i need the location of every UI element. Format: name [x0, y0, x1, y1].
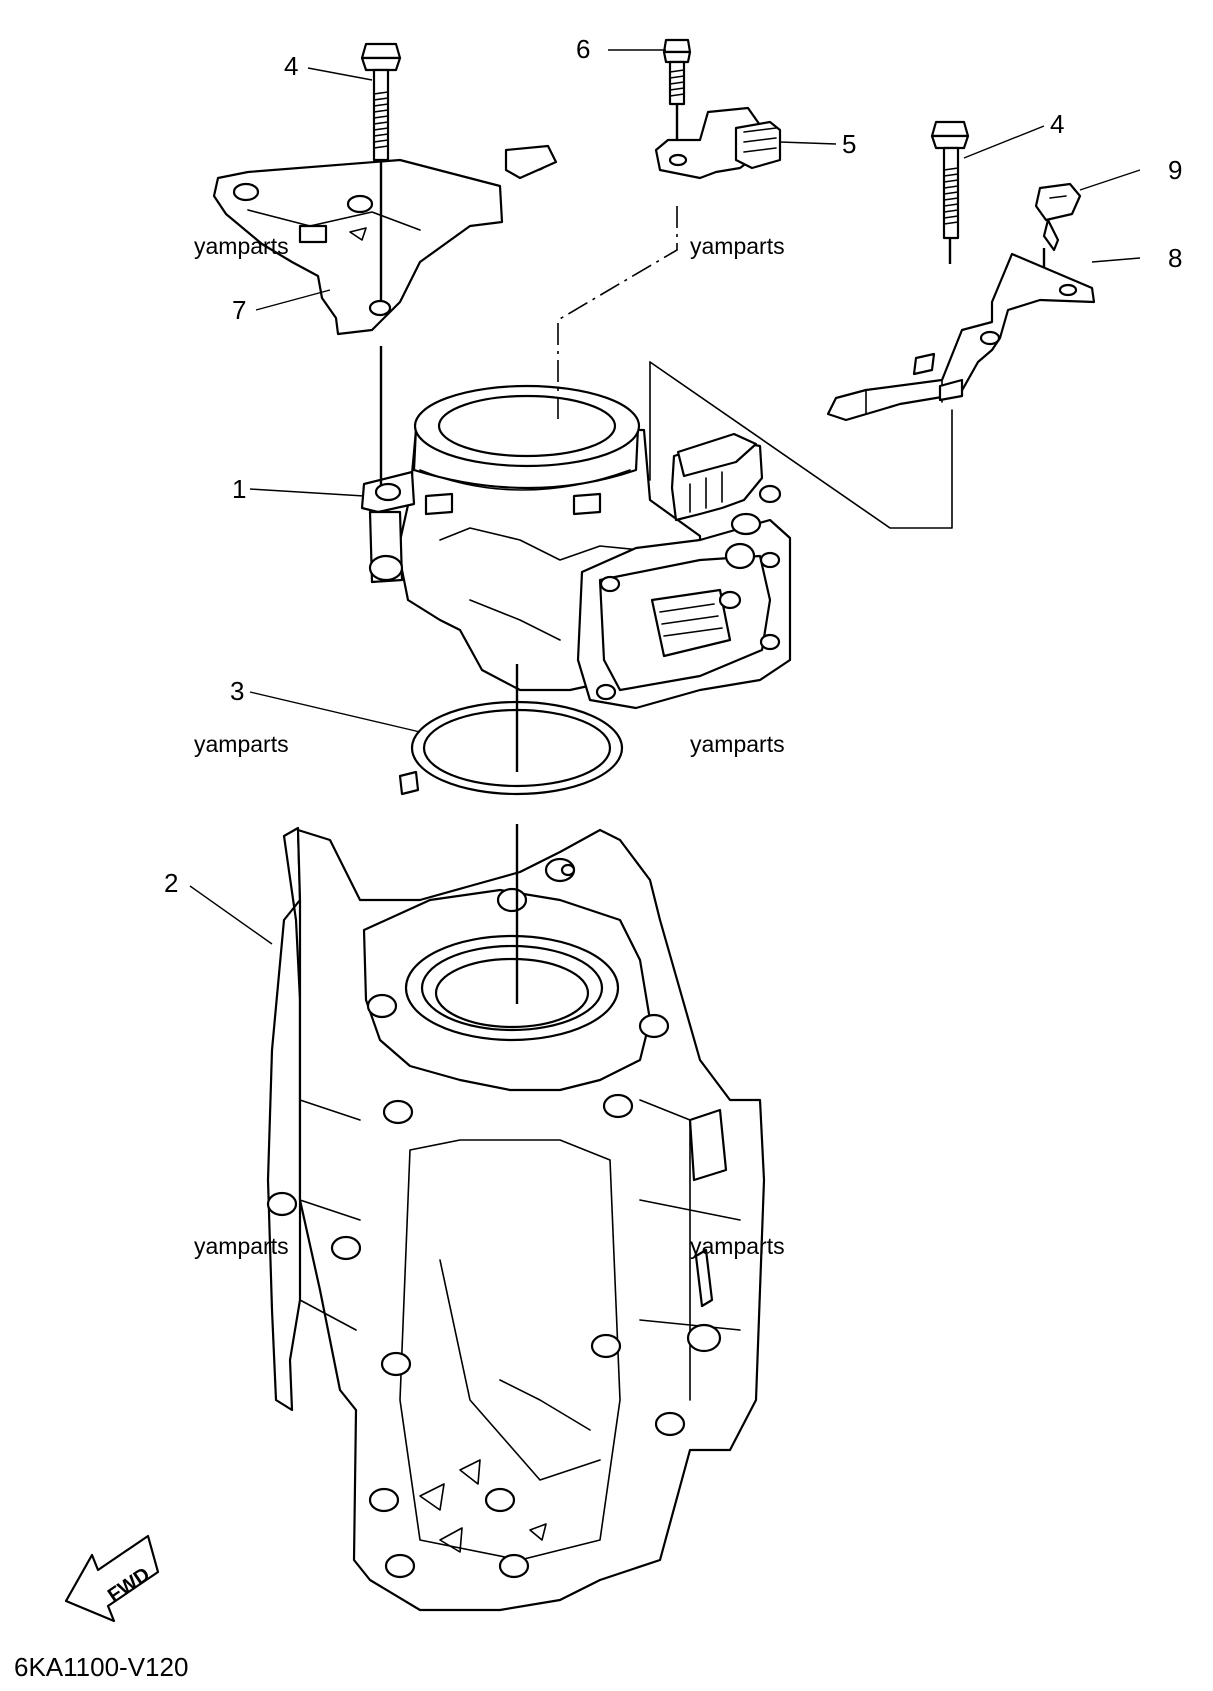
- diagram-code: 6KA1100-V120: [14, 1652, 188, 1682]
- watermark: yamparts: [690, 731, 785, 757]
- callout-1: 1: [232, 474, 246, 504]
- part-callouts: 4 6 4 5 9 8 7 1 3 2: [164, 34, 1182, 898]
- assembly-centerlines: [379, 206, 1046, 1004]
- intake-manifold-part-2: [266, 826, 766, 1612]
- callout-8: 8: [1168, 243, 1182, 273]
- callout-4-left: 4: [284, 51, 298, 81]
- leader-lines: [189, 49, 1141, 945]
- watermark: yamparts: [690, 233, 785, 259]
- callout-7: 7: [232, 295, 246, 325]
- clip-part-9: [1034, 182, 1082, 252]
- watermark: yamparts: [194, 1233, 289, 1259]
- callout-3: 3: [230, 676, 244, 706]
- bolt-part-4-left: [360, 42, 402, 300]
- callout-9: 9: [1168, 155, 1182, 185]
- bolt-part-4-right: [930, 120, 970, 240]
- bolt-part-6: [662, 38, 692, 150]
- callout-6: 6: [576, 34, 590, 64]
- watermark: yamparts: [194, 731, 289, 757]
- throttle-body-part-1: [360, 384, 792, 710]
- callout-2: 2: [164, 868, 178, 898]
- callout-4-right: 4: [1050, 109, 1064, 139]
- watermark: yamparts: [690, 1233, 785, 1259]
- bracket-part-7: [212, 144, 558, 336]
- sensor-part-5: [654, 106, 782, 180]
- watermark: yamparts: [194, 233, 289, 259]
- fwd-arrow-icon: FWD: [64, 1534, 160, 1623]
- watermarks: yamparts yamparts yamparts yamparts yamp…: [194, 233, 785, 1259]
- callout-5: 5: [842, 129, 856, 159]
- bracket-part-8: [826, 252, 1096, 422]
- o-ring-part-3: [398, 700, 624, 796]
